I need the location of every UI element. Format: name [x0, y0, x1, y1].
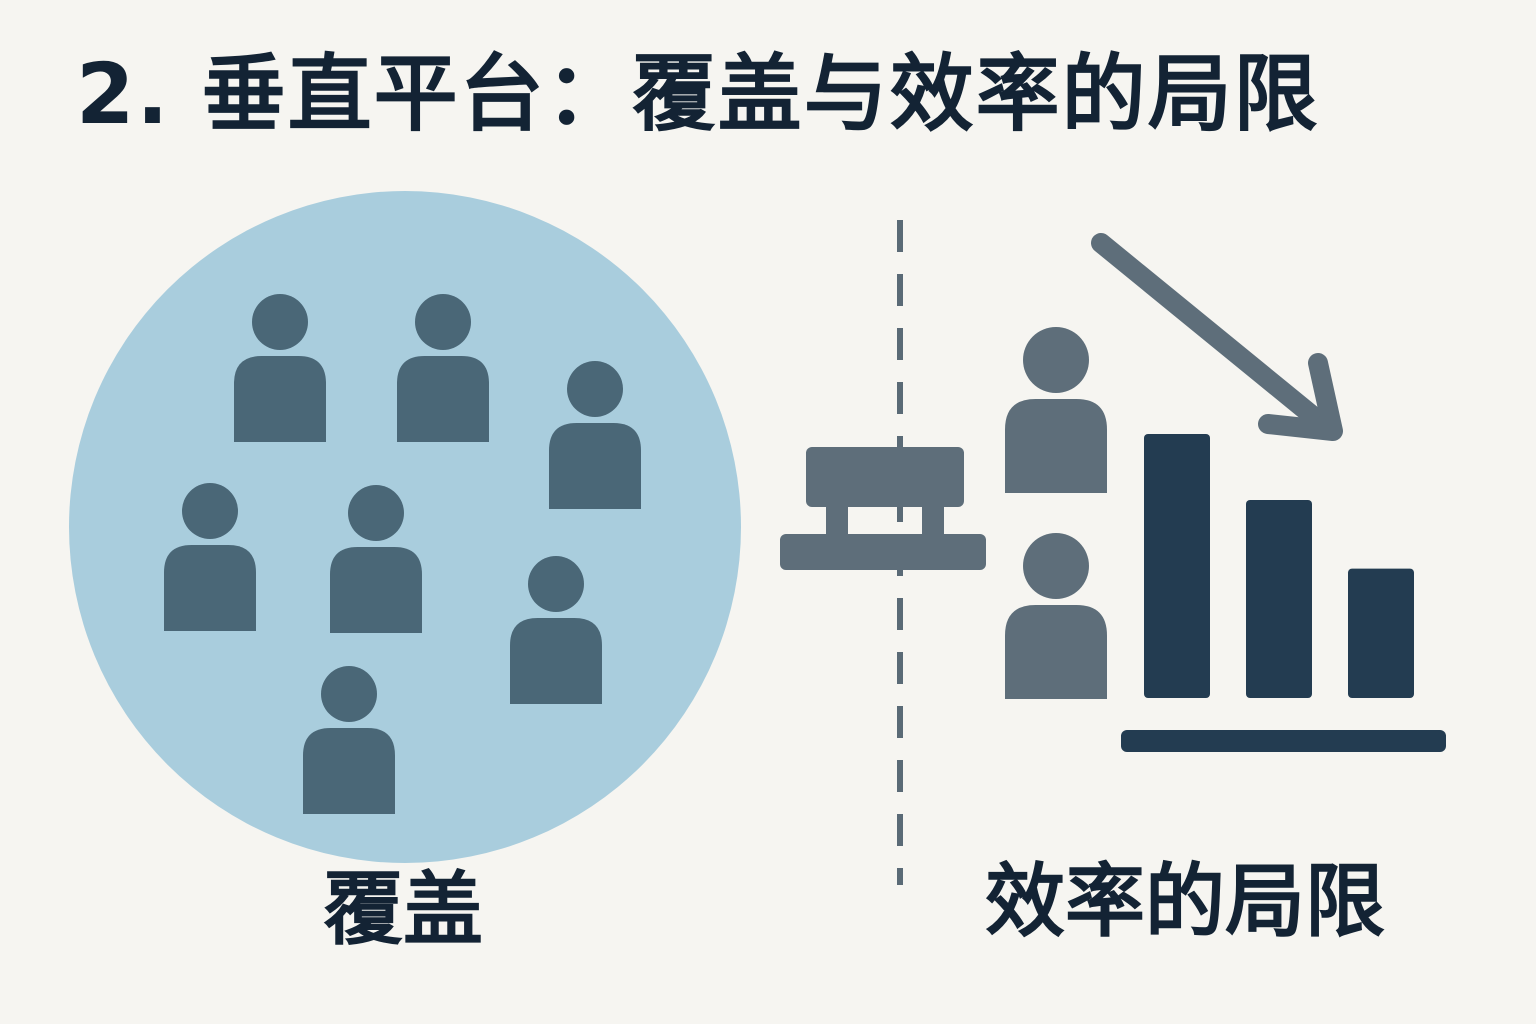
bar-chart-icon [1144, 434, 1414, 698]
platform-icon [780, 447, 986, 570]
page-title: 2. 垂直平台：覆盖与效率的局限 [76, 45, 1320, 143]
bar [1246, 500, 1312, 698]
people-group [164, 294, 641, 814]
chart-baseline [1121, 730, 1446, 752]
bar [1144, 434, 1210, 698]
bar [1348, 568, 1414, 698]
coverage-label: 覆盖 [323, 863, 483, 956]
person-icon [330, 485, 422, 633]
person-icon [234, 294, 326, 442]
coverage-circle [69, 191, 741, 863]
person-icon [1005, 533, 1107, 699]
gray-people-group [1005, 327, 1107, 699]
person-icon [397, 294, 489, 442]
person-icon [549, 361, 641, 509]
person-icon [510, 556, 602, 704]
person-icon [164, 483, 256, 631]
person-icon [1005, 327, 1107, 493]
down-arrow-icon [1091, 233, 1343, 441]
person-icon [303, 666, 395, 814]
efficiency-limit-label: 效率的局限 [985, 855, 1385, 948]
